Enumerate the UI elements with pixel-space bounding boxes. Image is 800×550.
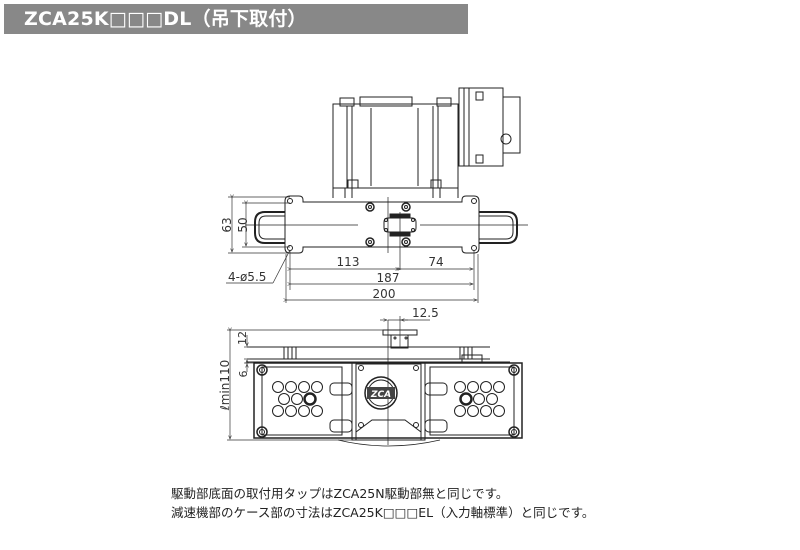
logo-text: ZCA xyxy=(370,390,391,400)
hole-grid-right xyxy=(454,381,505,417)
right-handle xyxy=(479,211,518,244)
mounting-holes xyxy=(287,198,477,251)
dim-50: 50 xyxy=(236,217,250,232)
notes: 駆動部底面の取付用タップはZCA25N駆動部無と同じです。 減速機部のケース部の… xyxy=(171,484,594,522)
front-view xyxy=(247,320,523,447)
left-handle xyxy=(254,211,285,244)
dim-lmin110: ℓmin110 xyxy=(218,360,232,412)
page-title: ZCA25K□□□DL（吊下取付） xyxy=(24,8,307,30)
dim-187: 187 xyxy=(377,271,400,285)
title-bar: ZCA25K□□□DL（吊下取付） xyxy=(4,4,468,34)
dim-12: 12 xyxy=(236,331,249,345)
bolts xyxy=(365,202,411,247)
connector-box xyxy=(458,87,521,167)
base-plate xyxy=(284,195,480,254)
note-1: 駆動部底面の取付用タップはZCA25N駆動部無と同じです。 xyxy=(171,486,509,501)
note-2: 減速機部のケース部の寸法はZCA25K□□□EL（入力軸標準）と同じです。 xyxy=(171,505,595,520)
dim-6: 6 xyxy=(237,371,250,378)
front-view-dimensions xyxy=(227,316,430,441)
motor-body xyxy=(332,96,459,198)
dim-200: 200 xyxy=(373,287,396,301)
dim-74: 74 xyxy=(428,255,443,269)
dim-63: 63 xyxy=(220,217,234,232)
logo-badge xyxy=(367,387,395,399)
top-view-dimensions xyxy=(226,197,479,303)
dim-12-5: 12.5 xyxy=(412,306,439,320)
dim-hole-spec: 4-ø5.5 xyxy=(228,270,266,284)
hole-grid-left xyxy=(272,381,323,417)
top-view xyxy=(245,87,528,270)
dim-113: 113 xyxy=(337,255,360,269)
